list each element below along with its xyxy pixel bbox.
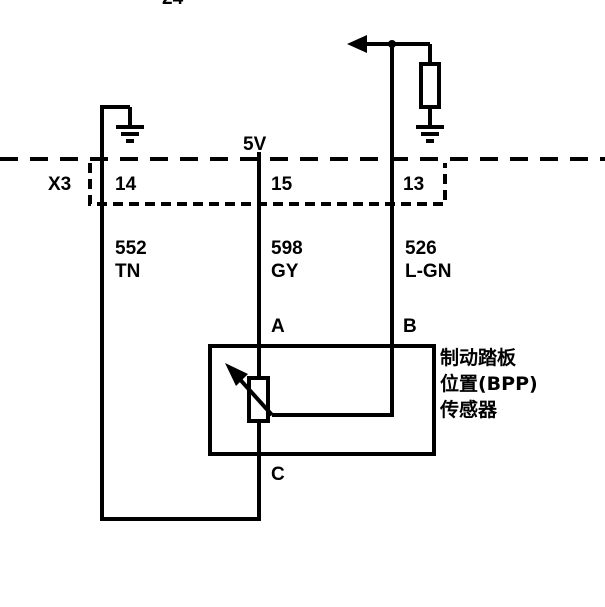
sensor-name-line: 制动踏板 <box>440 346 517 369</box>
sensor-name-line: 传感器 <box>439 398 498 421</box>
pin-label: 13 <box>403 174 424 195</box>
connector-x3-outline <box>88 163 447 206</box>
wire-color-label: TN <box>115 261 140 282</box>
ground-icon-right <box>416 125 444 143</box>
wire-color-label: L-GN <box>405 261 451 282</box>
wiper-line <box>234 373 274 417</box>
circuit-number-label: 552 <box>115 238 147 259</box>
wire-color-label: GY <box>271 261 299 282</box>
connector-id-label: X3 <box>48 174 71 195</box>
resistor-icon <box>419 62 441 109</box>
wire-552-tn <box>100 105 261 521</box>
sensor-name-line: 位置(BPP) <box>440 372 538 395</box>
voltage-label: 5V <box>243 134 267 155</box>
terminal-c-label: C <box>271 464 285 485</box>
terminal-a-label: A <box>271 316 285 337</box>
arrow-left-icon <box>347 35 367 53</box>
pin-label: 15 <box>271 174 293 195</box>
ground-icon <box>116 125 144 143</box>
pin-label: 14 <box>115 174 137 195</box>
terminal-b-label: B <box>403 316 417 337</box>
wire-526-lgn <box>272 44 394 417</box>
sensor-box <box>208 344 436 456</box>
circuit-number-label: 526 <box>405 238 437 259</box>
splice-dot <box>388 40 396 48</box>
wiper-arrow-icon <box>225 363 248 386</box>
top-fragment-label: 24 <box>162 0 184 9</box>
circuit-number-label: 598 <box>271 238 303 259</box>
